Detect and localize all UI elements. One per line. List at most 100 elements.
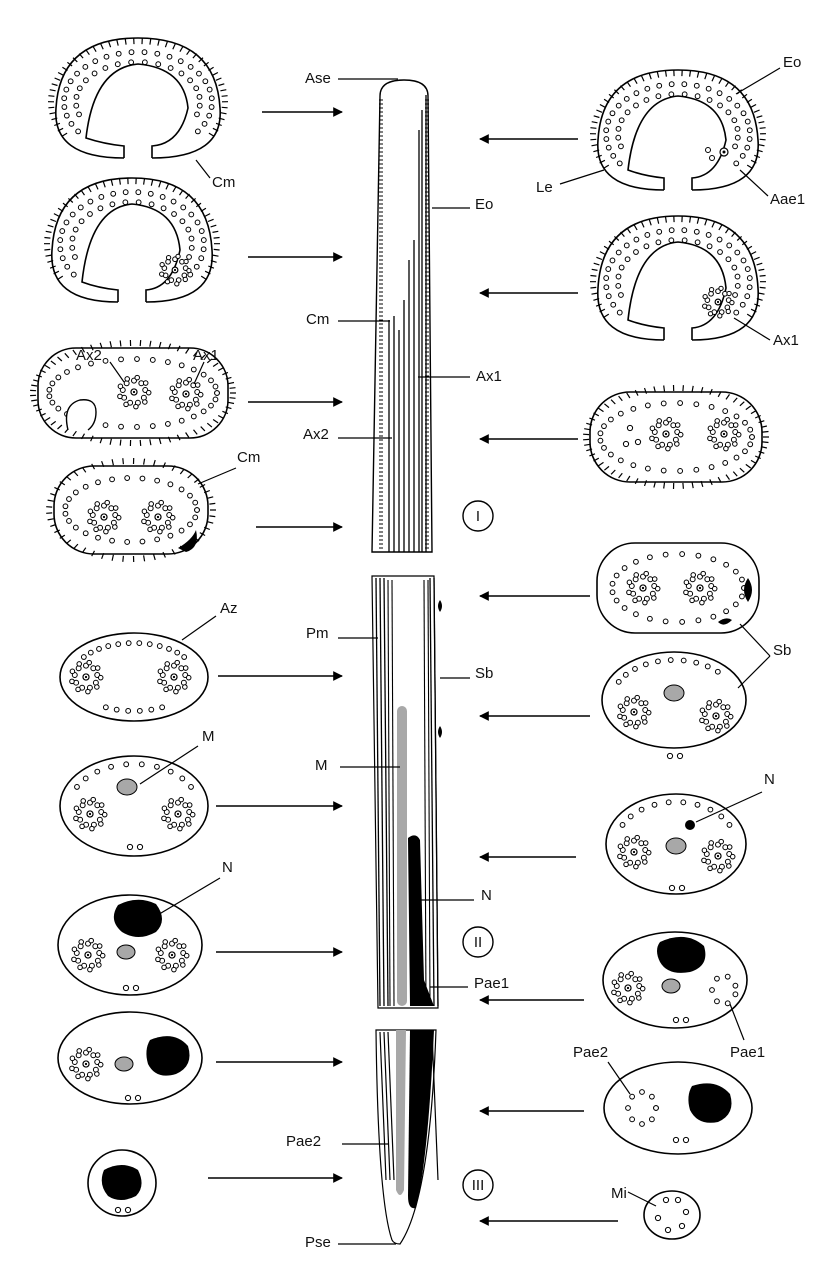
fiber-dot bbox=[717, 313, 723, 319]
fiber-dot bbox=[623, 721, 629, 728]
section-cavity bbox=[627, 241, 727, 340]
fiber-dot bbox=[617, 703, 624, 710]
axoneme bbox=[626, 570, 661, 606]
fiber-dot bbox=[177, 825, 183, 832]
fiber-dot bbox=[610, 301, 617, 308]
fiber-dot bbox=[683, 589, 689, 596]
axoneme-center-dot bbox=[176, 812, 180, 816]
fiber-dot bbox=[123, 401, 129, 408]
fiber-dot bbox=[124, 539, 131, 545]
fiber-dot bbox=[609, 110, 616, 117]
fiber-dot bbox=[188, 211, 195, 218]
nucleus-shaft bbox=[408, 835, 434, 1006]
fiber-dot bbox=[154, 477, 161, 484]
zone-circle-2 bbox=[462, 926, 494, 958]
label-n-shaft: N bbox=[481, 887, 492, 904]
fiber-dot bbox=[725, 109, 732, 116]
fiber-dot bbox=[649, 425, 656, 432]
fiber-dot bbox=[732, 982, 739, 989]
fiber-dot bbox=[643, 97, 650, 103]
fiber-dot bbox=[624, 109, 631, 116]
fiber-dot bbox=[171, 966, 177, 973]
fiber-dot bbox=[158, 499, 164, 506]
fiber-dot bbox=[73, 93, 80, 100]
fiber-dot bbox=[724, 1000, 731, 1007]
fiber-dot bbox=[149, 357, 156, 363]
fiber-dot bbox=[739, 301, 746, 308]
fiber-dot bbox=[159, 704, 166, 711]
fiber-dot bbox=[695, 617, 702, 624]
fiber-dot bbox=[662, 1196, 670, 1204]
fiber-dot bbox=[724, 723, 730, 729]
fiber-dot bbox=[192, 514, 199, 521]
fiber-dot bbox=[746, 136, 753, 142]
mitochondrion bbox=[114, 1056, 134, 1072]
fiber-dot bbox=[169, 395, 175, 402]
fiber-dot bbox=[718, 838, 724, 845]
fiber-dot bbox=[208, 104, 215, 110]
fiber-dot bbox=[82, 77, 89, 84]
fiber-dot bbox=[190, 413, 197, 420]
fiber-dot bbox=[626, 579, 633, 586]
fiber-dot bbox=[706, 97, 713, 103]
fiber-dot bbox=[188, 784, 194, 790]
section-cavity bbox=[627, 95, 727, 190]
shaft-zone-1 bbox=[371, 79, 433, 553]
fiber-dot bbox=[704, 663, 711, 670]
fiber-dot bbox=[644, 465, 651, 472]
fiber-dot bbox=[705, 147, 711, 153]
nucleus-shaft-lower bbox=[408, 1030, 434, 1209]
fiber-dot bbox=[610, 152, 617, 159]
axoneme-center-dot bbox=[156, 515, 160, 519]
fiber-dot bbox=[183, 952, 190, 959]
fiber-dot bbox=[722, 460, 729, 466]
section-cavity bbox=[85, 63, 189, 158]
cross-sections bbox=[30, 37, 769, 1240]
axoneme bbox=[69, 1046, 104, 1082]
leader-m-left bbox=[139, 745, 199, 785]
fiber-dot bbox=[69, 211, 76, 218]
zone-circle-3 bbox=[462, 1169, 494, 1201]
fiber-dot bbox=[617, 713, 623, 720]
fiber-dot bbox=[178, 70, 185, 77]
label-leaders bbox=[109, 67, 781, 1245]
section-outline bbox=[55, 37, 221, 159]
fiber-dot bbox=[156, 643, 163, 649]
section-right-4 bbox=[596, 542, 760, 634]
fiber-dot bbox=[194, 128, 201, 135]
label-ax1-left: Ax1 bbox=[193, 347, 219, 364]
section-right-pae1 bbox=[602, 931, 748, 1029]
fiber-dot bbox=[701, 847, 708, 854]
fiber-dot bbox=[699, 717, 705, 724]
zone-label-3: III bbox=[472, 1177, 485, 1194]
fiber-dot bbox=[102, 704, 109, 711]
fiber-dot bbox=[626, 589, 632, 596]
fiber-dot bbox=[619, 822, 626, 828]
fiber-dot bbox=[118, 356, 124, 363]
fringe-hairs bbox=[590, 216, 766, 318]
fiber-dot bbox=[183, 258, 189, 265]
fiber-dot bbox=[744, 266, 751, 272]
fiber-dot bbox=[161, 805, 168, 812]
fiber-dot bbox=[148, 201, 155, 208]
fiber-dot bbox=[621, 565, 628, 571]
fiber-dot bbox=[732, 568, 739, 575]
fiber-dot bbox=[624, 696, 631, 702]
axoneme-center-dot bbox=[626, 986, 630, 990]
fiber-dot bbox=[124, 1206, 132, 1214]
fiber-dot bbox=[176, 378, 183, 384]
fiber-dot bbox=[90, 796, 96, 803]
fiber-line bbox=[431, 1031, 439, 1181]
fiber-dot bbox=[97, 674, 104, 681]
fiber-dot bbox=[94, 1071, 100, 1077]
fiber-dot bbox=[186, 254, 192, 260]
fiber-dot bbox=[707, 435, 713, 442]
fiber-dot bbox=[615, 102, 622, 109]
fiber-dot bbox=[653, 1105, 659, 1111]
mitochondrion bbox=[665, 837, 687, 855]
fiber-dot bbox=[656, 418, 663, 424]
fiber-dot bbox=[166, 505, 173, 511]
section-left-3 bbox=[30, 339, 236, 447]
fiber-dot bbox=[733, 413, 740, 420]
fiber-dot bbox=[654, 1214, 662, 1222]
